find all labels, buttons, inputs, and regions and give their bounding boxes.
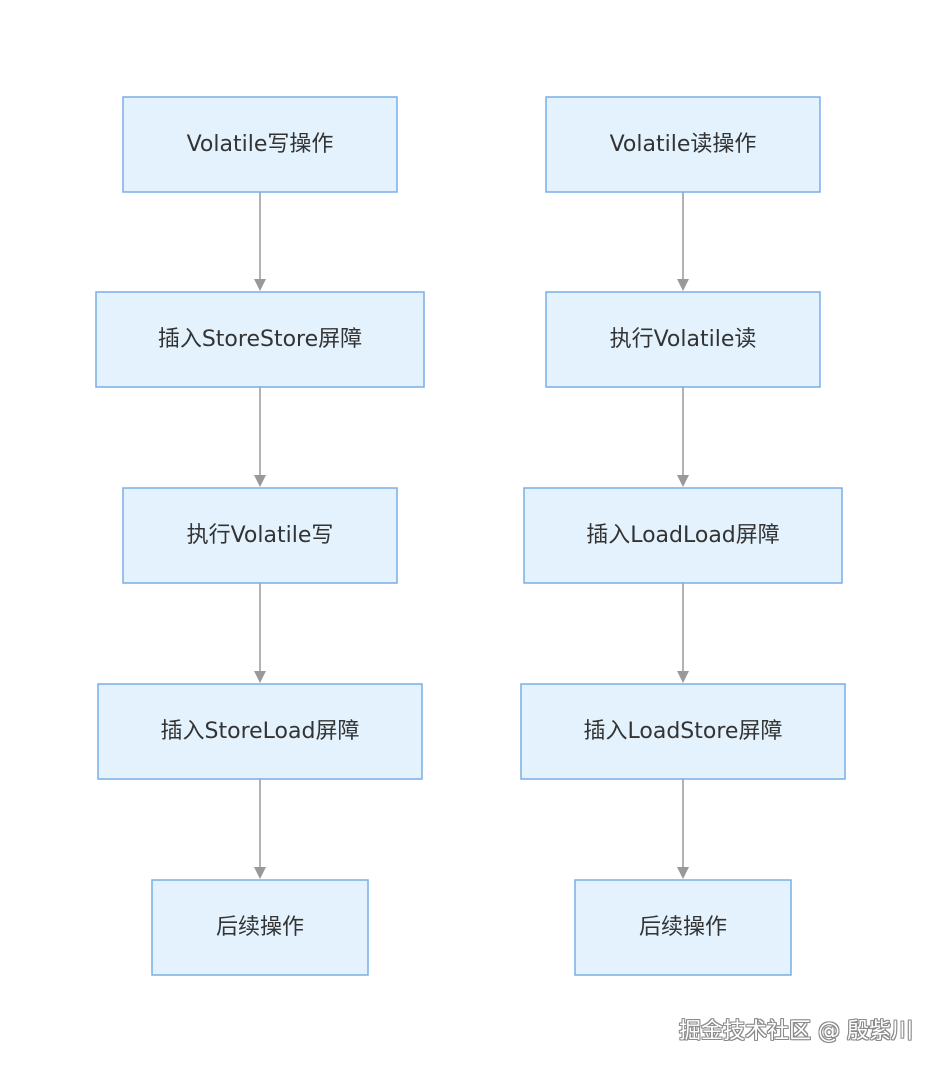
node-label: 执行Volatile写 [187,523,334,548]
flow-arrow [677,387,689,487]
flow-node: 插入LoadStore屏障 [520,683,846,780]
flow-node: 执行Volatile写 [122,487,398,584]
node-box [151,879,369,976]
flow-node: 插入LoadLoad屏障 [523,487,843,584]
nodes: Volatile写操作插入StoreStore屏障执行Volatile写插入St… [95,96,846,976]
flow-node: 后续操作 [151,879,369,976]
node-box [545,96,821,193]
arrow-head [677,867,689,879]
node-label: 后续操作 [216,915,304,940]
node-box [523,487,843,584]
node-box [122,96,398,193]
arrow-head [254,279,266,291]
flow-node: Volatile读操作 [545,96,821,193]
node-label: Volatile写操作 [187,132,334,157]
arrow-head [254,671,266,683]
node-box [97,683,423,780]
flow-arrow [677,779,689,879]
flow-arrow [254,583,266,683]
flow-node: 插入StoreLoad屏障 [97,683,423,780]
flow-arrow [254,192,266,291]
node-box [520,683,846,780]
flow-node: 执行Volatile读 [545,291,821,388]
node-label: 执行Volatile读 [610,327,757,352]
flow-node: 后续操作 [574,879,792,976]
node-label: 插入LoadStore屏障 [584,719,783,744]
node-box [574,879,792,976]
flow-arrow [677,583,689,683]
node-label: 插入StoreStore屏障 [158,327,362,352]
flow-node: Volatile写操作 [122,96,398,193]
flow-arrow [254,387,266,487]
node-label: 插入LoadLoad屏障 [586,523,780,548]
node-box [545,291,821,388]
flow-node: 插入StoreStore屏障 [95,291,425,388]
edges [254,192,689,879]
arrow-head [677,671,689,683]
flow-arrow [677,192,689,291]
node-label: 后续操作 [639,915,727,940]
node-label: 插入StoreLoad屏障 [161,719,360,744]
arrow-head [254,867,266,879]
node-label: Volatile读操作 [610,132,757,157]
flow-arrow [254,779,266,879]
watermark: 掘金技术社区 @ 殷紫川 [679,1019,913,1044]
node-box [122,487,398,584]
arrow-head [254,475,266,487]
arrow-head [677,279,689,291]
arrow-head [677,475,689,487]
node-box [95,291,425,388]
